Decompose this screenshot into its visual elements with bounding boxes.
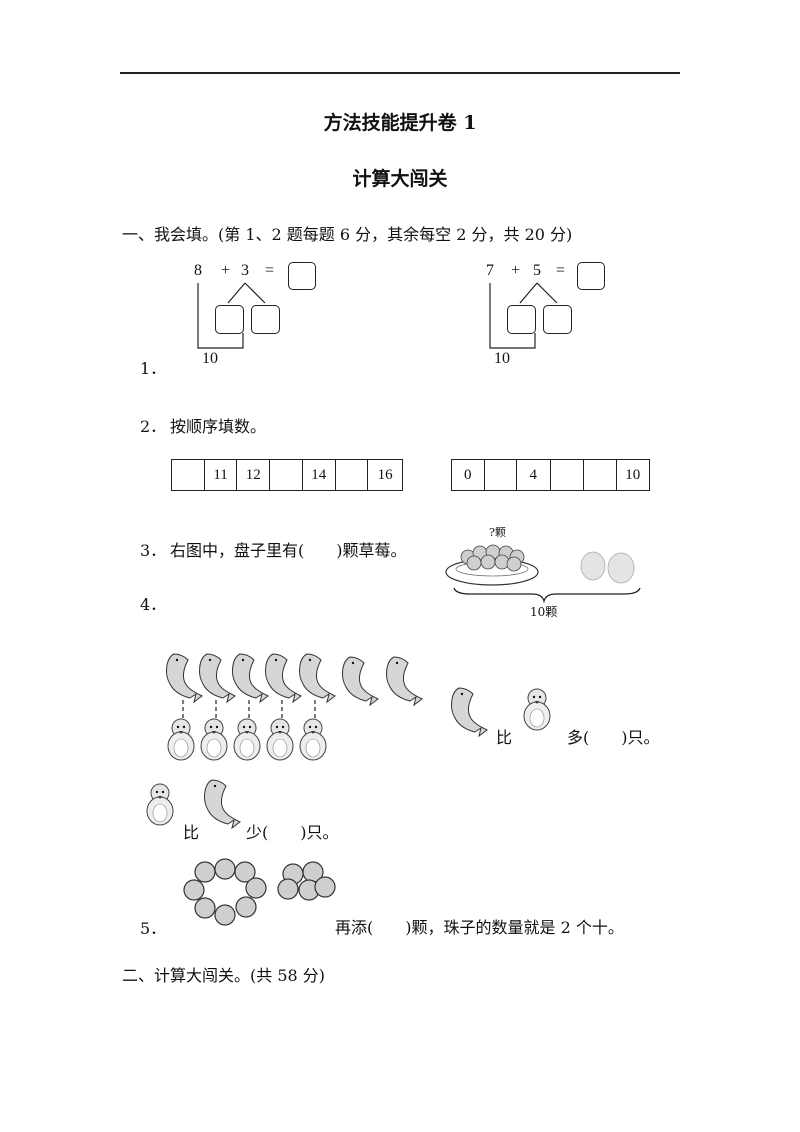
seq2-cell[interactable]: [584, 460, 617, 490]
q1-left-lines: [197, 282, 266, 349]
seq2-cell: 0: [452, 460, 485, 490]
q5-beads-illustration: [183, 858, 336, 926]
q4-dolphin-penguin-illustration: [146, 653, 551, 829]
q2-sequence-1: 11 12 14 16: [171, 459, 403, 491]
seq1-cell: 12: [237, 460, 271, 490]
q1-left-split-box-2[interactable]: [251, 305, 280, 334]
q1-left-b: 3: [241, 262, 249, 279]
q1-right-op: +: [511, 262, 521, 279]
q4-compare2-mid: 比: [183, 823, 200, 842]
seq1-cell: 11: [205, 460, 238, 490]
q1-left-eq: =: [265, 262, 275, 279]
top-rule: [120, 72, 680, 74]
page-title: 方法技能提升卷 1: [323, 112, 477, 134]
seq1-cell[interactable]: [172, 460, 205, 490]
q1-left-a: 8: [194, 262, 202, 279]
q3-number: 3．: [140, 541, 167, 560]
q5-number: 5．: [140, 919, 167, 938]
q1-number: 1．: [140, 359, 167, 378]
q3-text: 右图中，盘子里有( )颗草莓。: [170, 541, 407, 560]
q1-right-b: 5: [533, 262, 541, 279]
q2-sequence-2: 0 4 10: [451, 459, 650, 491]
page-subtitle: 计算大闯关: [352, 168, 448, 190]
q2-text: 按顺序填数。: [170, 417, 267, 436]
q1-left-op: +: [221, 262, 231, 279]
q4-compare1-mid: 比: [496, 728, 513, 747]
plate-label: ?颗: [489, 526, 506, 539]
section2-heading: 二、计算大闯关。(共 58 分): [122, 966, 326, 985]
q4-compare1-end: 多( )只。: [567, 728, 660, 747]
q2-number: 2．: [140, 417, 167, 436]
q1-right-split-box-1[interactable]: [507, 305, 536, 334]
strawberry-plate-illustration: [445, 544, 641, 604]
seq2-cell: 4: [517, 460, 551, 490]
section1-heading: 一、我会填。(第 1、2 题每题 6 分，其余每空 2 分，共 20 分): [122, 225, 573, 244]
q1-right-answer-box[interactable]: [577, 262, 605, 290]
q5-text: 再添( )颗，珠子的数量就是 2 个十。: [335, 918, 624, 937]
q1-left-ten: 10: [202, 350, 218, 367]
q1-right-a: 7: [486, 262, 494, 279]
q4-compare2-end: 少( )只。: [246, 823, 339, 842]
q1-right-ten: 10: [494, 350, 510, 367]
seq2-cell[interactable]: [485, 460, 517, 490]
total-label: 10颗: [530, 605, 558, 619]
q1-left-answer-box[interactable]: [288, 262, 316, 290]
seq1-cell: 16: [377, 466, 393, 483]
q4-number: 4．: [140, 595, 167, 614]
q1-right-eq: =: [556, 262, 566, 279]
seq2-cell: 10: [625, 466, 641, 483]
seq1-cell: 14: [303, 460, 336, 490]
q1-right-lines: [489, 282, 558, 349]
q1-left-split-box-1[interactable]: [215, 305, 244, 334]
q1-right-split-box-2[interactable]: [543, 305, 572, 334]
seq2-cell[interactable]: [551, 460, 584, 490]
seq1-cell[interactable]: [270, 460, 303, 490]
seq1-cell[interactable]: [336, 460, 369, 490]
